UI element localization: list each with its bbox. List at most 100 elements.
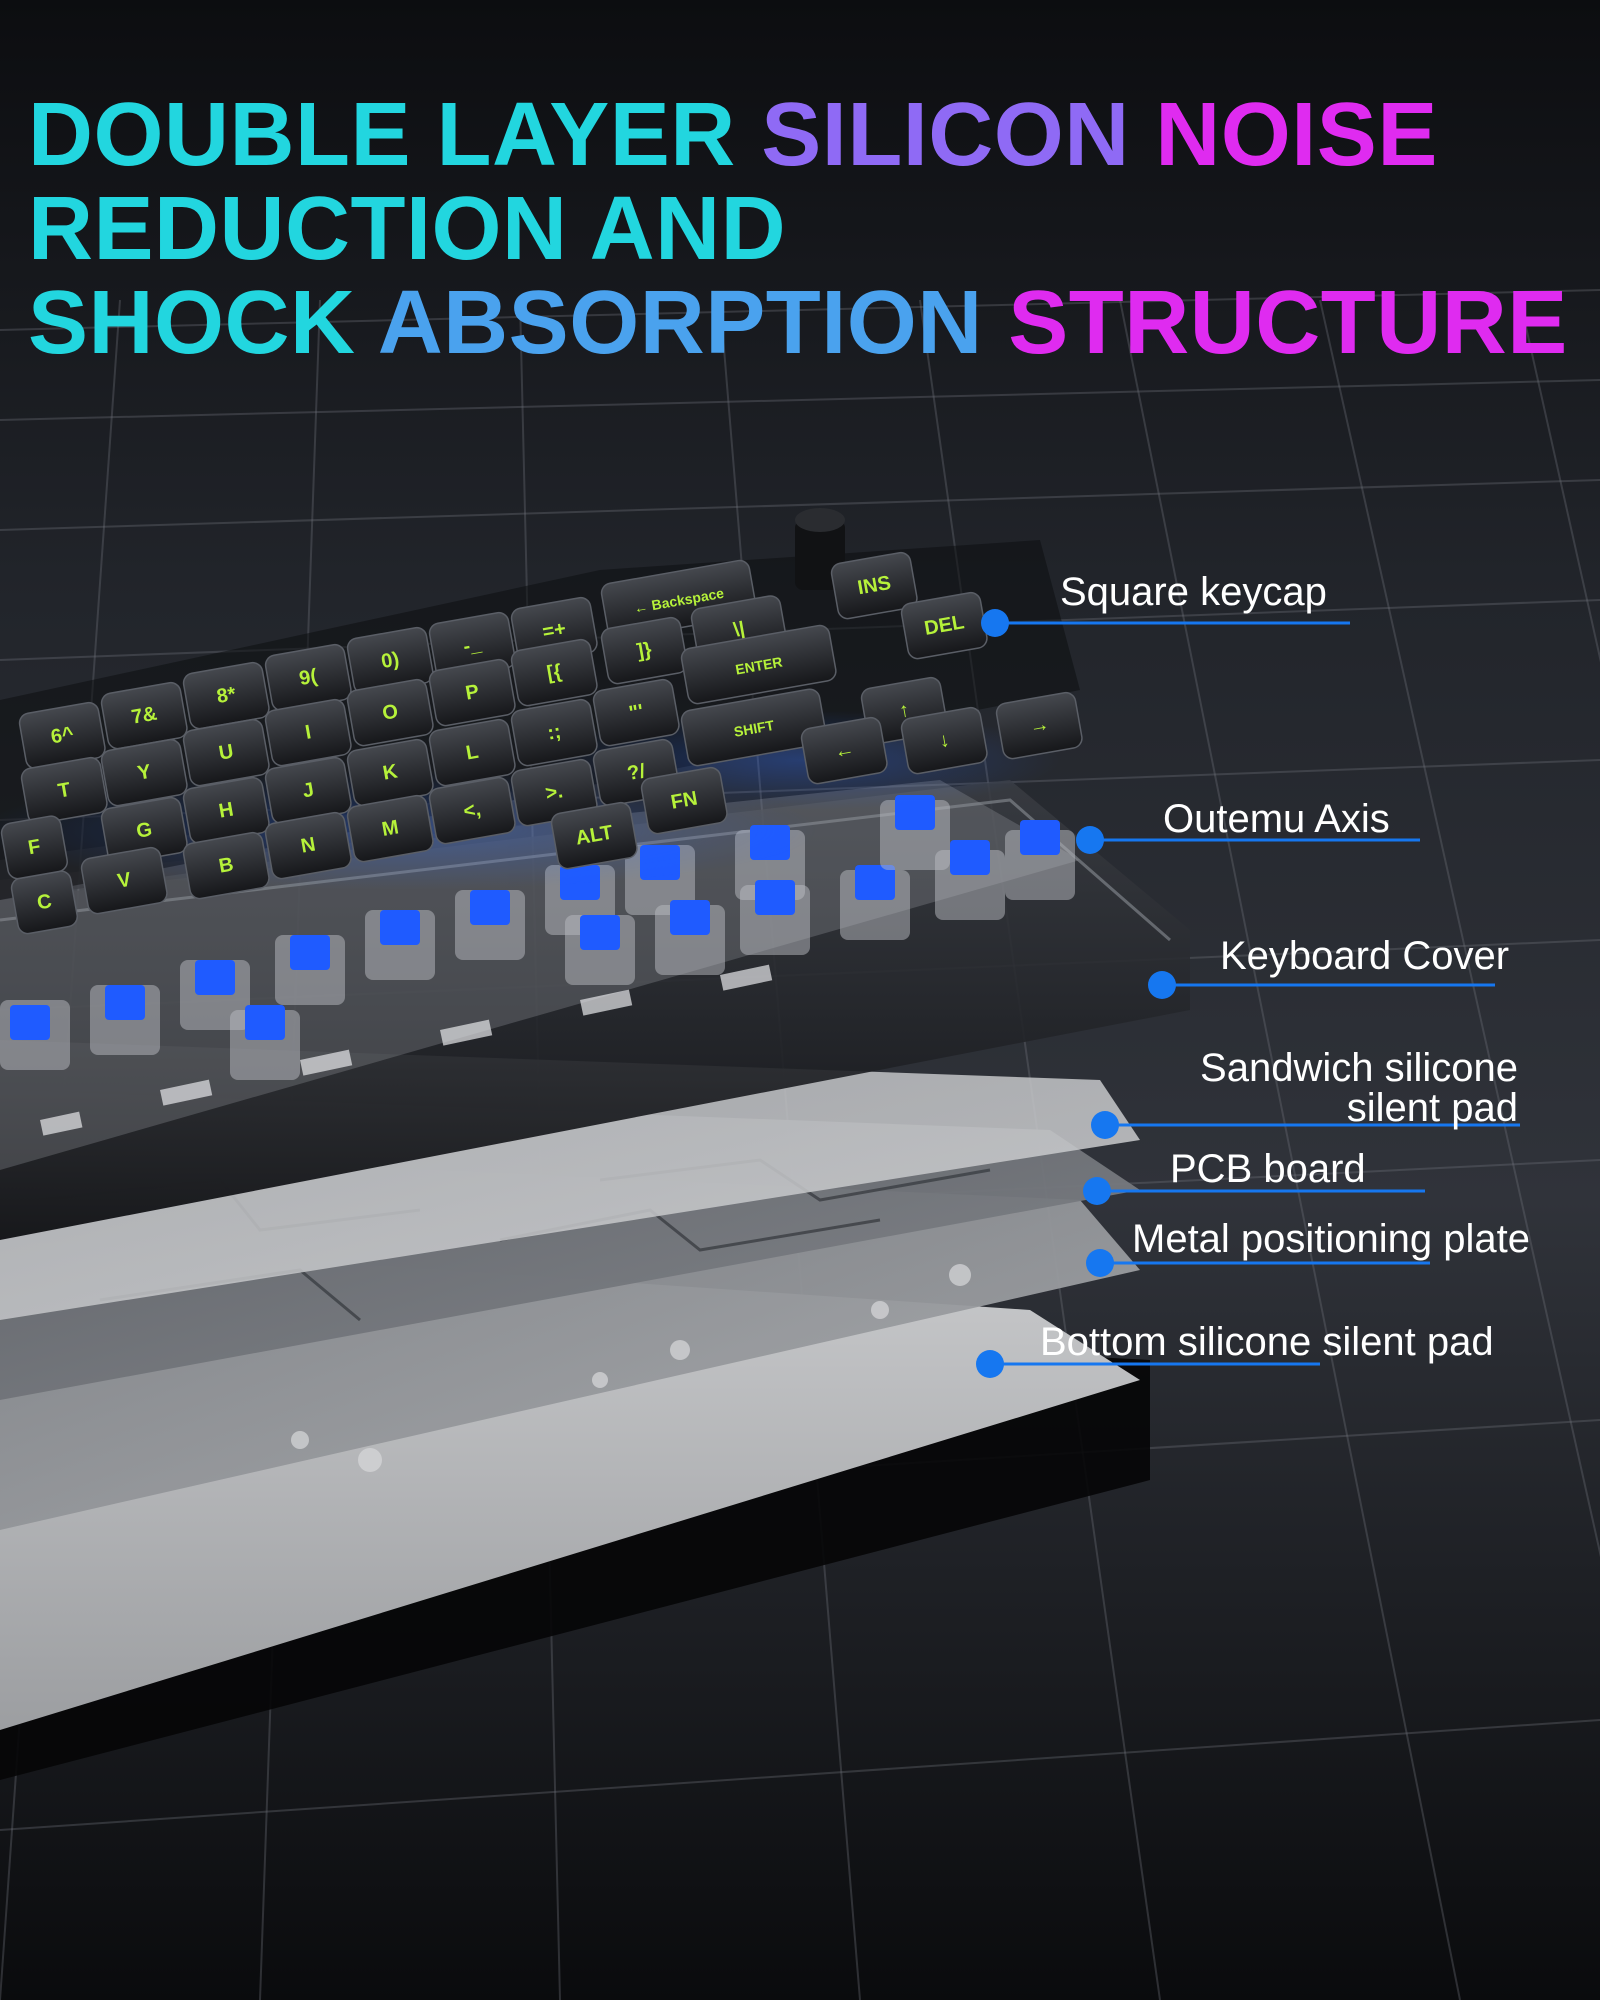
keycap <box>600 616 688 685</box>
keycap-legend: SHIFT <box>733 717 776 740</box>
switch-2 <box>90 985 160 1055</box>
callout-dot-sandwich <box>1091 1111 1119 1139</box>
keycap-legend: -_ <box>462 633 484 658</box>
keycap <box>182 831 270 900</box>
keycap-legend: ↑ <box>897 699 911 722</box>
keycap-legend: ]} <box>635 639 653 663</box>
headline-segment: ABSORPTION <box>377 273 1009 373</box>
callout-sandwich-line-1: Sandwich silicone <box>1200 1046 1518 1090</box>
callout-outemu-axis: Outemu Axis <box>1163 797 1390 841</box>
keycap-legend: J <box>301 779 316 803</box>
switch-17 <box>1005 820 1075 900</box>
switch-11 <box>655 900 725 975</box>
keycap-legend: ← <box>832 738 856 763</box>
callout-metal-plate: Metal positioning plate <box>1132 1217 1531 1261</box>
callout-dot-bottom <box>976 1350 1004 1378</box>
keycap-legend: FN <box>669 787 699 813</box>
keycap-legend: <, <box>462 798 483 823</box>
callout-lines <box>990 621 1520 1366</box>
keycap <box>680 624 837 705</box>
keycap-legend: → <box>1027 713 1051 738</box>
switch-6 <box>365 910 435 980</box>
callout-bottom-pad: Bottom silicone silent pad <box>1040 1320 1494 1364</box>
callout-sandwich-line-2: silent pad <box>1346 1086 1518 1130</box>
keycap-legend: >. <box>544 780 565 805</box>
keycap <box>592 678 680 747</box>
keycap <box>264 811 352 880</box>
keycap <box>830 551 918 620</box>
keycap <box>100 738 188 807</box>
keycap <box>346 794 434 863</box>
keycap-legend: Y <box>136 761 154 785</box>
callout-dot-pcb <box>1083 1177 1111 1205</box>
keycap-legend: I <box>304 721 313 744</box>
keycap <box>20 756 108 825</box>
plate-holes <box>291 1264 971 1472</box>
callout-dot-plate <box>1086 1249 1114 1277</box>
switch-7 <box>455 890 525 960</box>
keycap <box>0 815 68 880</box>
keycap-legend: B <box>217 854 235 878</box>
keycap-legend: V <box>116 869 134 893</box>
switch-4 <box>230 1005 300 1080</box>
plate-slots <box>40 964 773 1136</box>
keycap <box>995 691 1083 760</box>
keycap <box>182 718 270 787</box>
headline-segment: STRUCTURE <box>1008 273 1568 373</box>
keycap <box>800 716 888 785</box>
switch-5 <box>275 935 345 1005</box>
keycap <box>510 638 598 707</box>
switch-1 <box>0 1000 70 1070</box>
keycap-legend: P <box>464 681 481 705</box>
keycap <box>510 698 598 767</box>
keycap-legend: \| <box>732 618 747 642</box>
keycap-legend: T <box>56 779 72 803</box>
keycap-legend: L <box>464 741 480 765</box>
headline: DOUBLE LAYER SILICON NOISE REDUCTION AND… <box>28 88 1588 370</box>
switch-13 <box>740 880 810 955</box>
callout-dot-axis <box>1076 826 1104 854</box>
keycap-legend: 7& <box>130 703 159 729</box>
keycap <box>264 698 352 767</box>
headline-segment: SILICON <box>761 85 1156 185</box>
keycap-legend: 8* <box>215 683 238 708</box>
keycap-legend: C <box>35 890 53 914</box>
callout-square-keycap: Square keycap <box>1060 570 1327 614</box>
keycap-legend: ↓ <box>937 729 951 752</box>
headline-segment: REDUCTION AND <box>28 179 787 279</box>
keycap-legend: M <box>380 816 400 841</box>
keycap-legend: [{ <box>545 661 563 685</box>
keycap <box>428 776 516 845</box>
callout-pcb-board: PCB board <box>1170 1147 1366 1191</box>
switch-9 <box>565 915 635 985</box>
keycap-legend: =+ <box>541 618 568 644</box>
keycap-legend: 6^ <box>49 723 76 749</box>
keycap-legend: G <box>135 818 154 842</box>
callout-dot-cover <box>1148 971 1176 999</box>
headline-segment: SHOCK <box>28 273 378 373</box>
callout-keyboard-cover: Keyboard Cover <box>1220 934 1510 978</box>
headline-segment: NOISE <box>1155 85 1438 185</box>
headline-segment: DOUBLE LAYER <box>28 85 762 185</box>
keycap-legend: "' <box>627 701 645 725</box>
keycap-legend: ?/ <box>626 760 648 785</box>
keycap-legend: H <box>217 799 235 823</box>
keycap-legend: U <box>217 741 235 765</box>
switch-14 <box>840 865 910 940</box>
keycap <box>80 846 168 915</box>
keycap <box>680 688 827 767</box>
keycap <box>428 718 516 787</box>
keycap <box>900 706 988 775</box>
keycap-legend: K <box>381 760 400 784</box>
switch-16 <box>935 840 1005 920</box>
keycap-legend: 9( <box>298 665 320 690</box>
callout-sandwich-pad: Sandwich silicone silent pad <box>1168 1048 1518 1128</box>
keycap <box>428 658 516 727</box>
keycap <box>640 766 728 835</box>
keycap-legend: F <box>26 835 42 859</box>
keycap-legend: :; <box>546 721 563 745</box>
headline-line-1: DOUBLE LAYER SILICON NOISE <box>28 88 1588 182</box>
